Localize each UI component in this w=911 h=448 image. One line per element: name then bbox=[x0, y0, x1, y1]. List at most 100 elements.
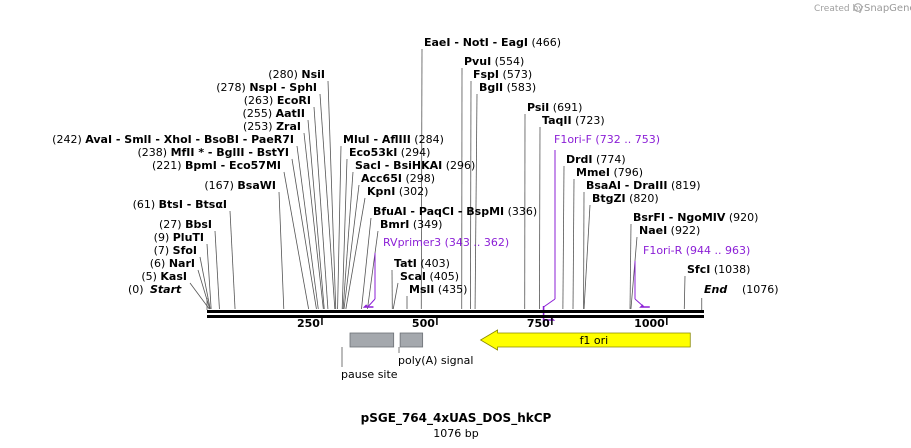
restriction-site-label: FspI (573) bbox=[473, 68, 532, 81]
backbone-top-strand bbox=[207, 310, 704, 313]
site-enzymes: BsrFI - NgoMIV bbox=[633, 211, 726, 224]
site-line bbox=[630, 236, 638, 310]
site-line bbox=[392, 282, 399, 310]
site-enzymes: MfII * - BglII - BstYI bbox=[171, 146, 289, 159]
site-line bbox=[470, 80, 472, 310]
site-enzymes: PvuI bbox=[464, 55, 491, 68]
site-enzymes: BsaWI bbox=[237, 179, 276, 192]
restriction-site-label: MmeI (796) bbox=[576, 166, 643, 179]
site-line bbox=[291, 158, 317, 310]
site-position: (280) bbox=[268, 68, 301, 81]
restriction-site-label: (27) BbsI bbox=[159, 218, 212, 231]
snapgene-logo-icon bbox=[853, 3, 863, 12]
site-position: (774) bbox=[593, 153, 626, 166]
site-line bbox=[278, 191, 285, 310]
restriction-site-label: (9) PluTI bbox=[154, 231, 204, 244]
site-enzymes: KpnI bbox=[367, 185, 395, 198]
site-enzymes: BpmI - Eco57MI bbox=[185, 159, 281, 172]
restriction-site-label: (238) MfII * - BglII - BstYI bbox=[138, 146, 290, 159]
site-enzymes: BtgZI bbox=[592, 192, 626, 205]
feature-box bbox=[349, 332, 395, 348]
site-position: (922) bbox=[667, 224, 700, 237]
primer-name: F1ori-F bbox=[554, 133, 592, 146]
site-position: (298) bbox=[402, 172, 435, 185]
start-label: (0) Start bbox=[128, 283, 182, 296]
restriction-site-label: BglI (583) bbox=[479, 81, 536, 94]
site-position: (466) bbox=[528, 36, 561, 49]
site-enzymes: PluTI bbox=[173, 231, 204, 244]
primer-range: (944 .. 963) bbox=[682, 244, 750, 257]
restriction-site-label: (278) NspI - SphI bbox=[216, 81, 317, 94]
restriction-site-label: Acc65I (298) bbox=[361, 172, 435, 185]
site-enzymes: BtsI - BtsαI bbox=[159, 198, 227, 211]
site-enzymes: ZraI bbox=[276, 120, 301, 133]
restriction-site-label: (7) SfoI bbox=[154, 244, 197, 257]
site-position: (573) bbox=[499, 68, 532, 81]
start-name: Start bbox=[150, 283, 182, 296]
site-enzymes: BbsI bbox=[185, 218, 212, 231]
site-position: (583) bbox=[503, 81, 536, 94]
restriction-site-label: BtgZI (820) bbox=[592, 192, 659, 205]
site-position: (5) bbox=[141, 270, 160, 283]
site-position: (167) bbox=[204, 179, 237, 192]
credit-prefix: Created by bbox=[814, 4, 864, 14]
restriction-site-label: SacI - BsiHKAI (296) bbox=[355, 159, 475, 172]
primer-label: RVprimer3 (343 .. 362) bbox=[383, 236, 509, 249]
site-position: (296) bbox=[442, 159, 475, 172]
site-position: (403) bbox=[417, 257, 450, 270]
restriction-site-label: EaeI - NotI - EagI (466) bbox=[424, 36, 561, 49]
restriction-site-label: PvuI (554) bbox=[464, 55, 524, 68]
site-enzymes: ScaI bbox=[400, 270, 426, 283]
restriction-site-label: MslI (435) bbox=[409, 283, 467, 296]
plasmid-length: 1076 bp bbox=[433, 427, 478, 440]
site-line bbox=[474, 93, 478, 310]
site-line bbox=[345, 197, 366, 310]
primer-name: RVprimer3 bbox=[383, 236, 441, 249]
restriction-site-label: NaeI (922) bbox=[639, 224, 700, 237]
restriction-site-label: (255) AatII bbox=[243, 107, 305, 120]
site-line bbox=[313, 106, 329, 310]
start-position: (0) bbox=[128, 283, 144, 296]
site-position: (242) bbox=[52, 133, 85, 146]
site-line bbox=[539, 126, 541, 310]
site-enzymes: FspI bbox=[473, 68, 499, 81]
primer-arrow bbox=[362, 304, 374, 308]
site-line bbox=[296, 145, 319, 310]
site-enzymes: Eco53kI bbox=[349, 146, 397, 159]
site-line bbox=[337, 145, 342, 310]
restriction-site-label: (61) BtsI - BtsαI bbox=[133, 198, 227, 211]
site-line bbox=[420, 48, 423, 310]
site-position: (61) bbox=[133, 198, 159, 211]
primer-line bbox=[367, 298, 376, 308]
site-line bbox=[341, 158, 348, 310]
site-line bbox=[562, 165, 565, 310]
site-position: (435) bbox=[434, 283, 467, 296]
site-labels: (5) KasI(6) NarI(7) SfoI(9) PluTI(27) Bb… bbox=[52, 36, 758, 296]
site-line bbox=[307, 119, 325, 310]
restriction-site-label: KpnI (302) bbox=[367, 185, 428, 198]
snapgene-credit: Created by SnapGene bbox=[814, 3, 911, 14]
site-enzymes: SacI - BsiHKAI bbox=[355, 159, 442, 172]
restriction-site-label: BsaAI - DraIII (819) bbox=[586, 179, 701, 192]
site-position: (336) bbox=[504, 205, 537, 218]
tick-label: 250 bbox=[297, 317, 320, 330]
site-line bbox=[197, 269, 211, 310]
site-line bbox=[629, 223, 632, 310]
restriction-site-label: (253) ZraI bbox=[243, 120, 301, 133]
end-position: (1076) bbox=[742, 283, 779, 296]
restriction-site-label: (242) AvaI - SmlI - XhoI - BsoBI - PaeR7… bbox=[52, 133, 294, 146]
tick-label: 750 bbox=[527, 317, 550, 330]
tick-label: 1000 bbox=[634, 317, 665, 330]
sequence-backbone bbox=[207, 310, 704, 318]
primer-range: (343 .. 362) bbox=[441, 236, 509, 249]
site-enzymes: NarI bbox=[169, 257, 195, 270]
site-enzymes: MluI - AflIII bbox=[343, 133, 411, 146]
site-line bbox=[283, 171, 310, 310]
site-position: (253) bbox=[243, 120, 276, 133]
site-position: (27) bbox=[159, 218, 185, 231]
site-enzymes: KasI bbox=[160, 270, 187, 283]
site-enzymes: EaeI - NotI - EagI bbox=[424, 36, 528, 49]
site-line bbox=[229, 210, 236, 310]
feature-label: f1 ori bbox=[580, 334, 609, 347]
